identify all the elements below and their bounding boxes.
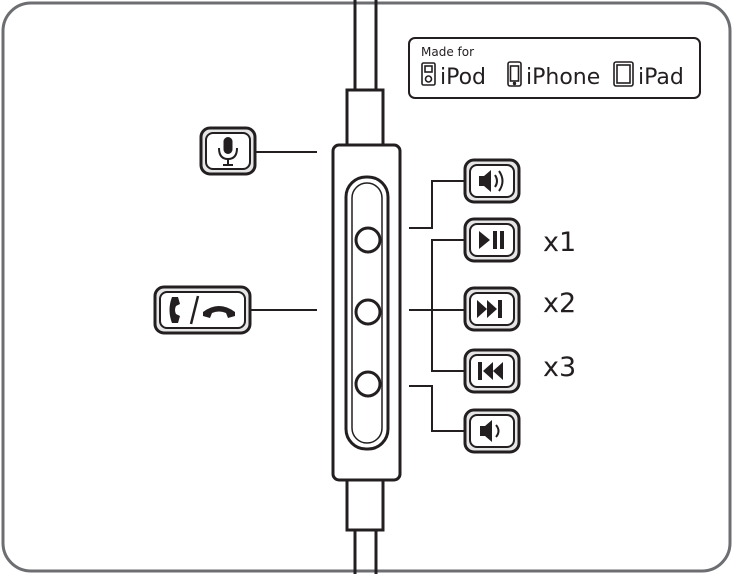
- iphone-icon: [507, 61, 522, 87]
- microphone-icon: [218, 137, 238, 166]
- remote-button-well-inner: [351, 182, 383, 444]
- right-leader-lines: [409, 180, 465, 432]
- volume-down-callout: [463, 408, 521, 454]
- volume-up-icon: [479, 170, 504, 192]
- device-ipad: iPad: [638, 65, 684, 90]
- previous-track-callout: [463, 348, 521, 394]
- call-callout: [153, 285, 252, 335]
- volume-up-callout: [463, 158, 521, 204]
- made-for-label: Made for: [421, 45, 474, 59]
- ipod-icon: [421, 62, 436, 86]
- previous-track-count: x3: [543, 352, 576, 383]
- cable-bottom: [353, 530, 378, 574]
- device-ipod: iPod: [440, 65, 486, 90]
- play-pause-count: x1: [543, 227, 576, 258]
- remote-button-bottom: [354, 370, 382, 398]
- microphone-callout: [199, 126, 257, 176]
- play-pause-callout: [463, 217, 521, 263]
- ipad-icon: [613, 61, 634, 87]
- cable-top: [353, 0, 378, 90]
- previous-track-icon: [478, 362, 503, 380]
- call-answer-end-icon: [169, 295, 235, 325]
- next-track-callout: [463, 286, 521, 332]
- volume-down-icon: [480, 420, 500, 442]
- remote-button-top: [354, 226, 382, 254]
- play-pause-icon: [479, 231, 504, 249]
- next-track-count: x2: [543, 288, 576, 319]
- device-iphone: iPhone: [526, 65, 600, 90]
- strain-relief-bottom: [345, 476, 385, 532]
- made-for-badge: Made for iPod iPhone iPad: [408, 37, 701, 99]
- remote-button-center: [354, 298, 382, 326]
- strain-relief-top: [345, 88, 385, 147]
- next-track-icon: [477, 300, 502, 318]
